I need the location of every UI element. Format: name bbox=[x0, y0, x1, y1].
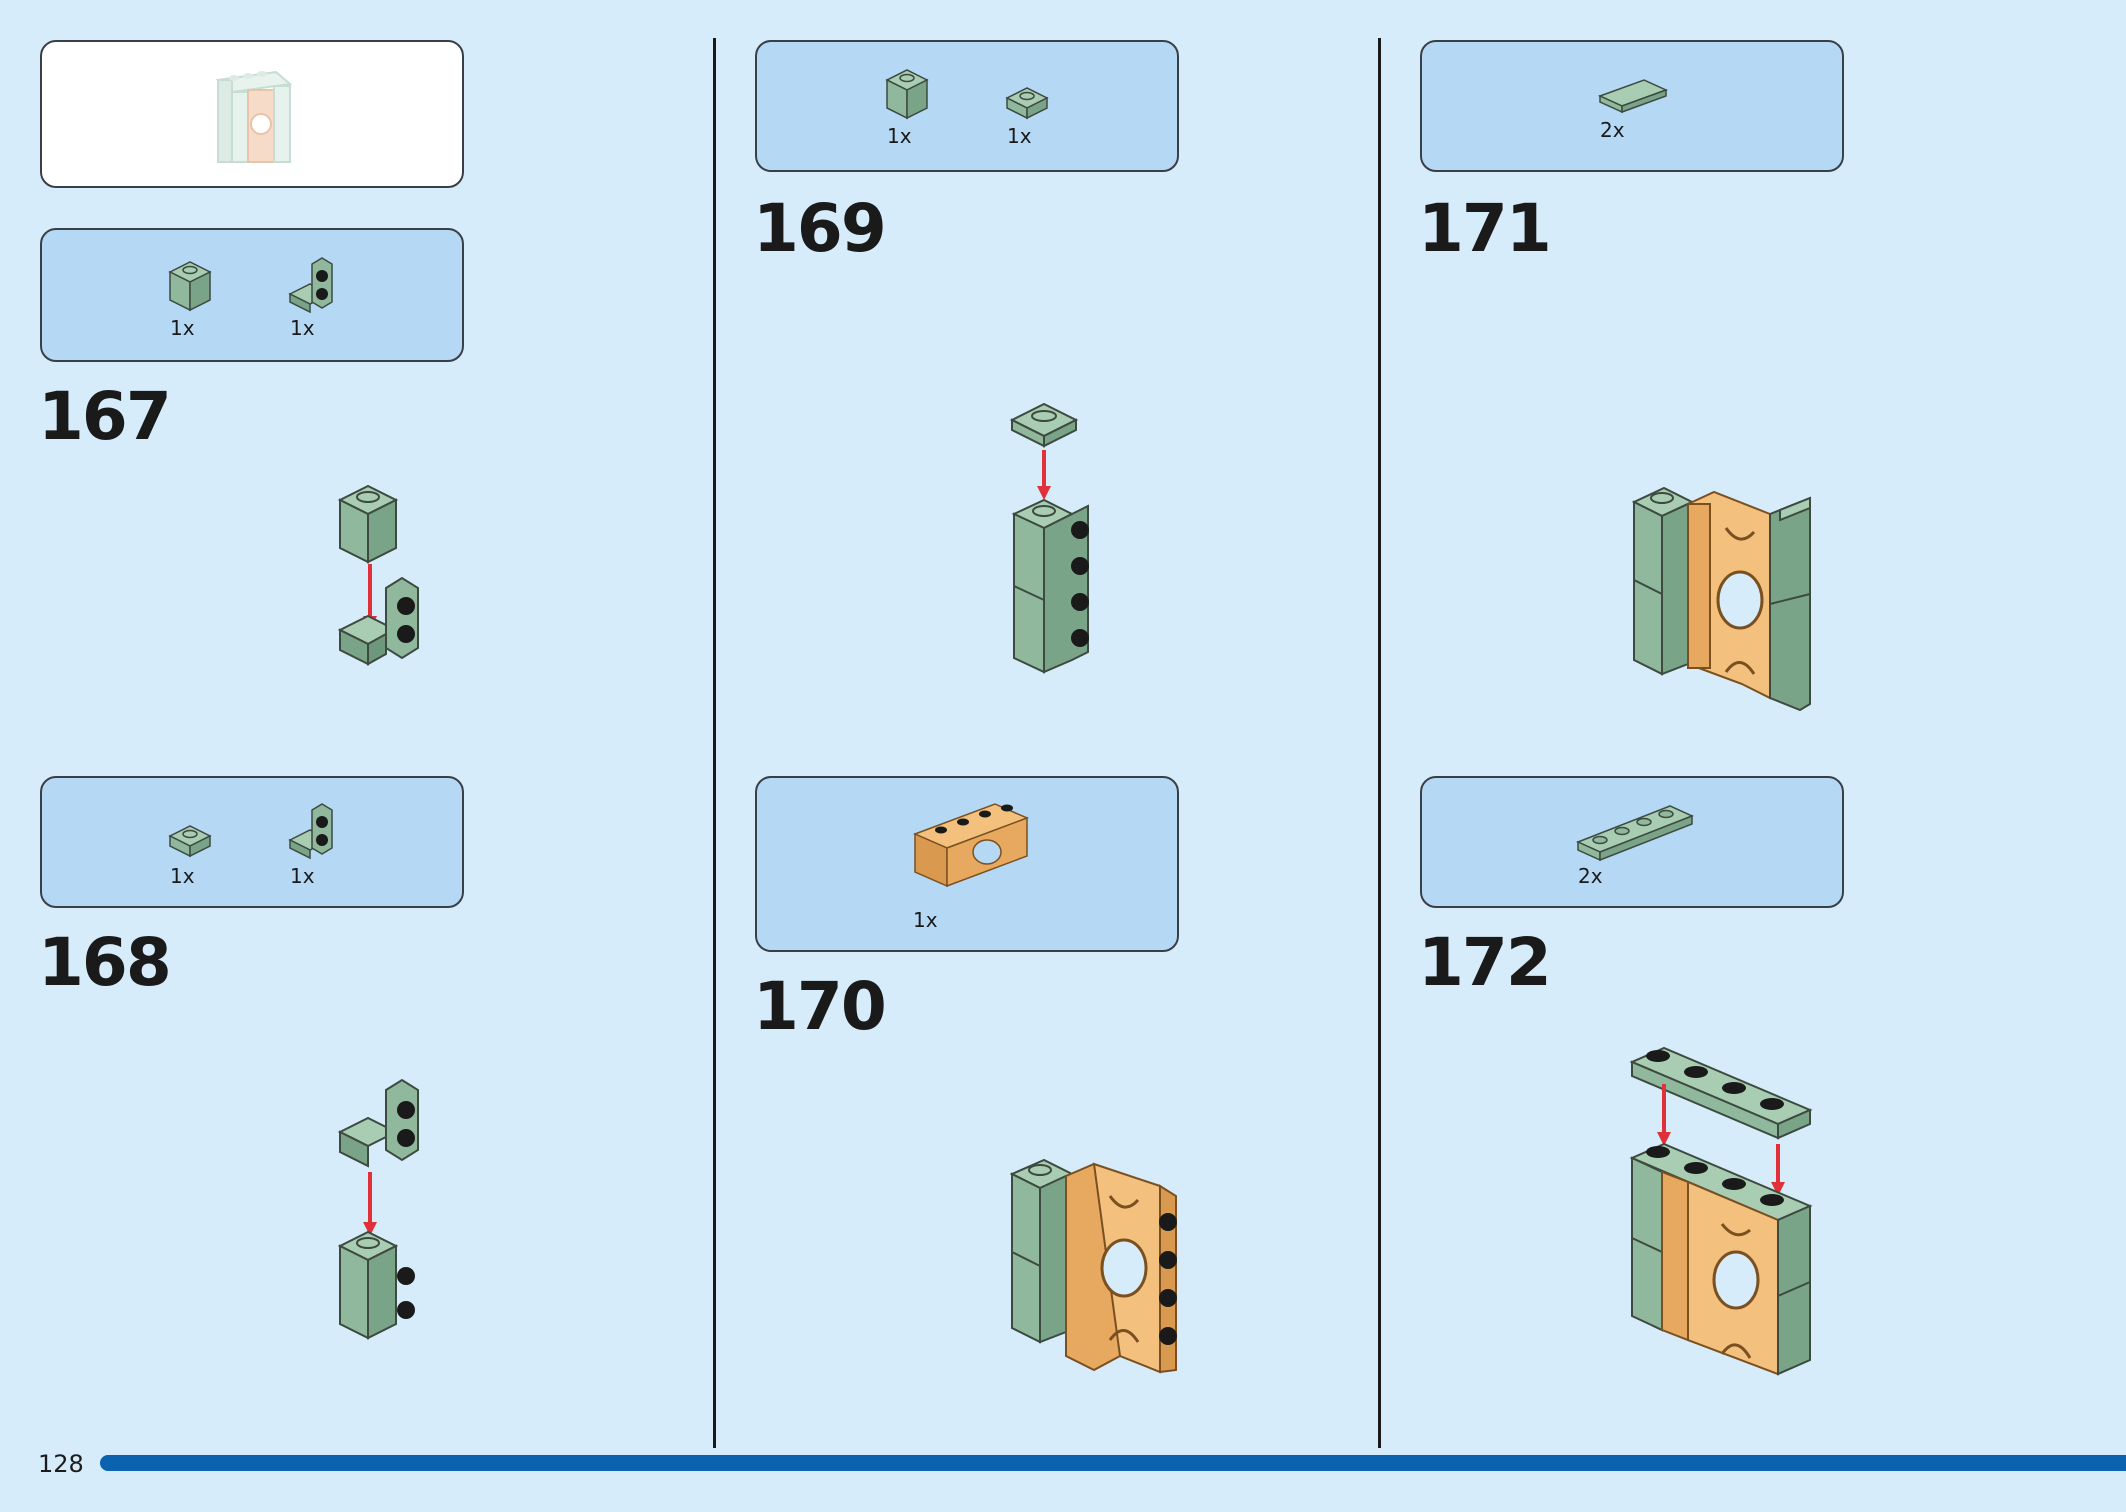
part-quantity: 1x bbox=[170, 864, 195, 888]
step-169-build-illustration-icon bbox=[1009, 402, 1089, 674]
parts-callout-170: 1x bbox=[755, 776, 1179, 952]
step-number-168: 168 bbox=[38, 924, 172, 1001]
part-quantity: 1x bbox=[887, 124, 912, 148]
step-number-169: 169 bbox=[753, 190, 887, 267]
step-172-build-illustration-icon bbox=[1629, 1046, 1813, 1376]
sand-green-plate-1x1-icon bbox=[1005, 87, 1049, 120]
sand-green-bracket-icon bbox=[288, 257, 333, 314]
part-quantity: 2x bbox=[1600, 118, 1625, 142]
parts-callout-167: 1x 1x bbox=[40, 228, 464, 362]
wall-assembly-preview-icon bbox=[215, 70, 293, 163]
sand-green-brick-1x1-icon bbox=[885, 69, 929, 120]
parts-callout-168: 1x 1x bbox=[40, 776, 464, 908]
part-quantity: 1x bbox=[290, 316, 315, 340]
parts-callout-172: 2x bbox=[1420, 776, 1844, 908]
part-quantity: 1x bbox=[913, 908, 938, 932]
part-quantity: 1x bbox=[1007, 124, 1032, 148]
column-divider-left bbox=[713, 38, 716, 1448]
step-number-172: 172 bbox=[1418, 924, 1552, 1001]
part-quantity: 1x bbox=[170, 316, 195, 340]
step-167-build-illustration-icon bbox=[337, 484, 419, 666]
tan-arch-fence-icon bbox=[913, 803, 1029, 888]
sand-green-bracket-icon bbox=[288, 803, 333, 860]
step-171-build-illustration-icon bbox=[1631, 486, 1811, 712]
step-number-171: 171 bbox=[1418, 190, 1552, 267]
submodel-preview-box bbox=[40, 40, 464, 188]
sand-green-plate-1x1-icon bbox=[168, 825, 212, 858]
sand-green-brick-1x1-icon bbox=[168, 261, 212, 312]
parts-callout-171: 2x bbox=[1420, 40, 1844, 172]
sand-green-plate-1x4-icon bbox=[1576, 805, 1694, 862]
sand-green-tile-1x2-icon bbox=[1598, 79, 1668, 114]
step-168-build-illustration-icon bbox=[337, 1078, 419, 1340]
page-number: 128 bbox=[38, 1450, 84, 1478]
step-number-170: 170 bbox=[753, 968, 887, 1045]
part-quantity: 2x bbox=[1578, 864, 1603, 888]
parts-callout-169: 1x 1x bbox=[755, 40, 1179, 172]
step-number-167: 167 bbox=[38, 378, 172, 455]
page-progress-bar bbox=[100, 1455, 2126, 1471]
part-quantity: 1x bbox=[290, 864, 315, 888]
column-divider-right bbox=[1378, 38, 1381, 1448]
step-170-build-illustration-icon bbox=[1009, 1158, 1177, 1374]
